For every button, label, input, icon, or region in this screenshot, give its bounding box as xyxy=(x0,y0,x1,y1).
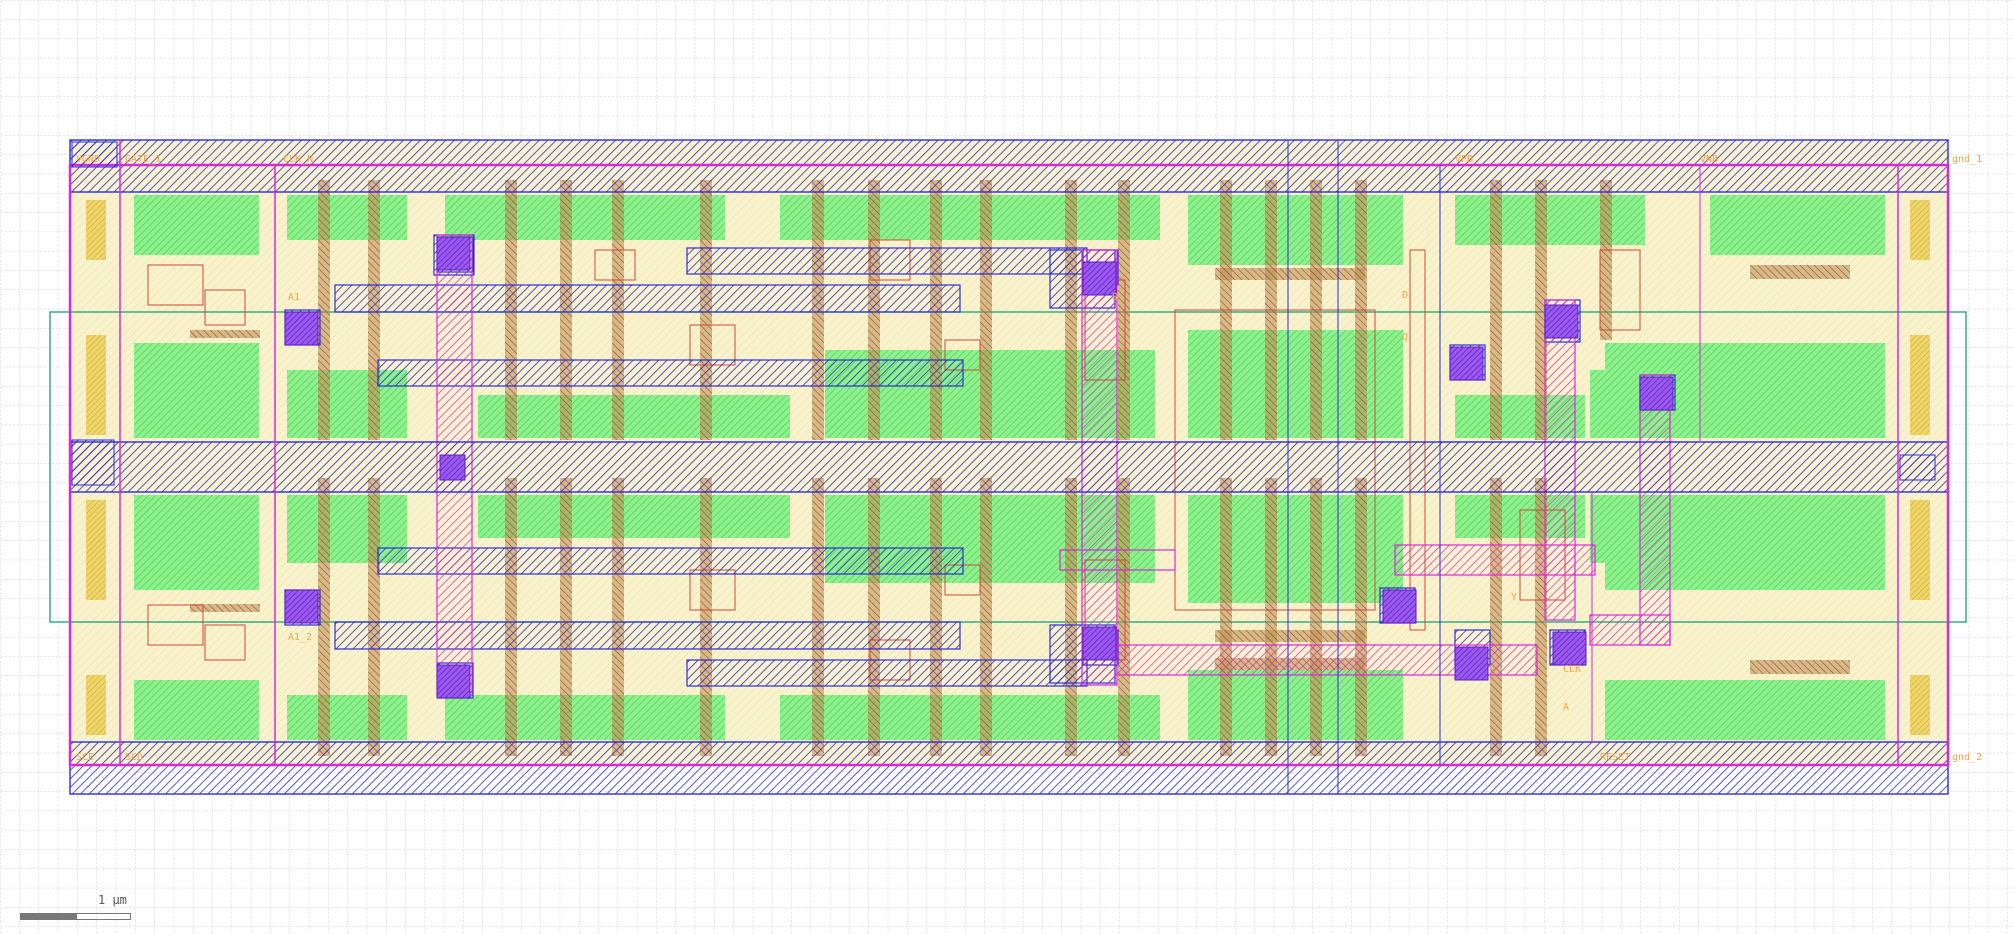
side-label-gnd-1: gnd_1 xyxy=(1952,154,1982,165)
pin-label-b: B xyxy=(1112,292,1118,303)
pin-labels: VGND GATE_1 A1 A1_2 CLK_N VPB VNB B D Q … xyxy=(76,154,1982,763)
cell-boundary xyxy=(68,163,1950,767)
pin-label-y: Y xyxy=(1511,592,1517,603)
pin-label-d: D xyxy=(1402,290,1408,301)
pin-label-a1: A1 xyxy=(288,292,300,303)
pin-label-scd: SCD xyxy=(125,752,143,763)
pin-label-vnb: VNB xyxy=(1700,154,1718,165)
side-label-gnd-2: gnd_2 xyxy=(1952,752,1982,763)
pin-label-sce: SCE xyxy=(76,752,94,763)
pin-label-q: Q xyxy=(1402,332,1408,343)
scale-bar-label: 1 µm xyxy=(98,893,127,907)
pin-label-reset: RESET xyxy=(1600,752,1630,763)
scale-bar-empty xyxy=(77,913,131,920)
vias xyxy=(284,236,1674,699)
pin-label-clk: CLK xyxy=(1563,664,1581,675)
pin-label-a: A xyxy=(1563,702,1569,713)
pin-label-clk-n: CLK_N xyxy=(283,154,313,165)
scale-bar-fill xyxy=(20,913,77,920)
substrate-taps xyxy=(71,141,1936,735)
nwell-outline xyxy=(49,311,1967,623)
pin-label-gate-1: GATE_1 xyxy=(125,154,161,165)
pin-label-vpb: VPB xyxy=(1455,154,1473,165)
pin-label-a1-2: A1_2 xyxy=(288,632,312,643)
pin-label-vgnd: VGND xyxy=(76,154,100,165)
